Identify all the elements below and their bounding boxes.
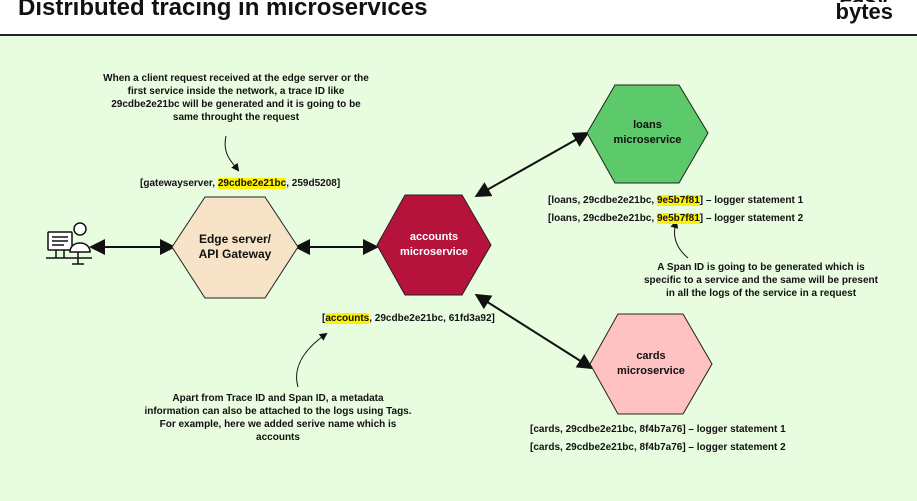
log-text: , 259d5208] bbox=[286, 178, 341, 189]
log-text: [gatewayserver, bbox=[140, 178, 218, 189]
cards-label: cards microservice bbox=[590, 349, 712, 379]
logo-line-1: easy bbox=[836, 0, 893, 2]
cards-log-line-2: [cards, 29cdbe2e21bc, 8f4b7a76] – logger… bbox=[530, 442, 786, 453]
trace-note-line: 29cdbe2e21bc will be generated and it is… bbox=[111, 99, 361, 110]
loans-line1: loans bbox=[633, 119, 662, 131]
span-note-line: specific to a service and the same will … bbox=[644, 275, 878, 286]
cards-line1: cards bbox=[636, 350, 666, 362]
log-text: [loans, 29cdbe2e21bc, bbox=[548, 213, 657, 224]
trace-id-note: When a client request received at the ed… bbox=[80, 72, 392, 124]
trace-note-line: first service inside the network, a trac… bbox=[127, 86, 345, 97]
accounts-line1: accounts bbox=[409, 231, 459, 243]
tags-note: Apart from Trace ID and Span ID, a metad… bbox=[132, 392, 424, 444]
loans-log-line-1: [loans, 29cdbe2e21bc, 9e5b7f81] – logger… bbox=[548, 195, 803, 206]
accounts-log-line: [accounts, 29cdbe2e21bc, 61fd3a92] bbox=[322, 313, 495, 324]
log-text: ] – logger statement 2 bbox=[699, 213, 804, 224]
log-text: , 29cdbe2e21bc, 61fd3a92] bbox=[369, 313, 495, 324]
cards-hexagon bbox=[589, 313, 713, 415]
cards-line2: microservice bbox=[617, 365, 685, 377]
brand-logo: easy bytes bbox=[835, 0, 893, 24]
trace-note-line: same throught the request bbox=[172, 112, 300, 123]
tags-note-line: Apart from Trace ID and Span ID, a metad… bbox=[172, 393, 384, 404]
page-title: Distributed tracing in microservices bbox=[18, 0, 428, 21]
trace-note-pointer bbox=[224, 135, 240, 172]
accounts-hexagon bbox=[376, 194, 492, 296]
tags-note-line: accounts bbox=[256, 432, 300, 443]
span-note-line: A Span ID is going to be generated which… bbox=[657, 262, 865, 273]
edge-server-label: Edge server/ API Gateway bbox=[172, 232, 298, 262]
trace-note-line: When a client request received at the ed… bbox=[103, 73, 369, 84]
user-at-computer-icon bbox=[46, 222, 92, 265]
span-id-note: A Span ID is going to be generated which… bbox=[636, 261, 886, 300]
tags-note-line: information can also be attached to the … bbox=[144, 406, 412, 417]
span-note-line: in all the logs of the service in a requ… bbox=[665, 288, 857, 299]
diagram-shapes bbox=[46, 84, 713, 415]
loans-label: loans microservice bbox=[587, 118, 708, 148]
edge-server-line1: Edge server/ bbox=[198, 232, 272, 246]
span-note-pointer bbox=[670, 220, 689, 259]
span-id-highlight: 9e5b7f81 bbox=[656, 213, 700, 224]
tags-note-line: For example, here we added serive name w… bbox=[159, 419, 397, 430]
gateway-log-line: [gatewayserver, 29cdbe2e21bc, 259d5208] bbox=[140, 178, 340, 189]
tag-highlight: accounts bbox=[325, 313, 370, 324]
loans-hexagon bbox=[586, 84, 709, 184]
cards-log-line-1: [cards, 29cdbe2e21bc, 8f4b7a76] – logger… bbox=[530, 424, 786, 435]
accounts-line2: microservice bbox=[400, 246, 468, 258]
log-text: ] – logger statement 1 bbox=[699, 195, 804, 206]
accounts-label: accounts microservice bbox=[377, 230, 491, 260]
accounts-cards-connector bbox=[474, 293, 594, 370]
loans-log-line-2: [loans, 29cdbe2e21bc, 9e5b7f81] – logger… bbox=[548, 213, 803, 224]
accounts-loans-connector bbox=[474, 132, 590, 197]
span-id-highlight: 9e5b7f81 bbox=[656, 195, 700, 206]
edge-server-hexagon bbox=[171, 196, 299, 299]
loans-line2: microservice bbox=[613, 134, 682, 146]
edge-server-line2: API Gateway bbox=[198, 247, 272, 261]
trace-id-highlight: 29cdbe2e21bc bbox=[217, 178, 287, 189]
tags-note-pointer bbox=[296, 332, 328, 388]
log-text: [loans, 29cdbe2e21bc, bbox=[548, 195, 657, 206]
header-bar: Distributed tracing in microservices eas… bbox=[0, 0, 917, 36]
logo-line-2: bytes bbox=[835, 0, 893, 24]
log-text: [ bbox=[322, 313, 326, 324]
diagram-canvas: Edge server/ API Gateway accounts micros… bbox=[0, 36, 917, 501]
